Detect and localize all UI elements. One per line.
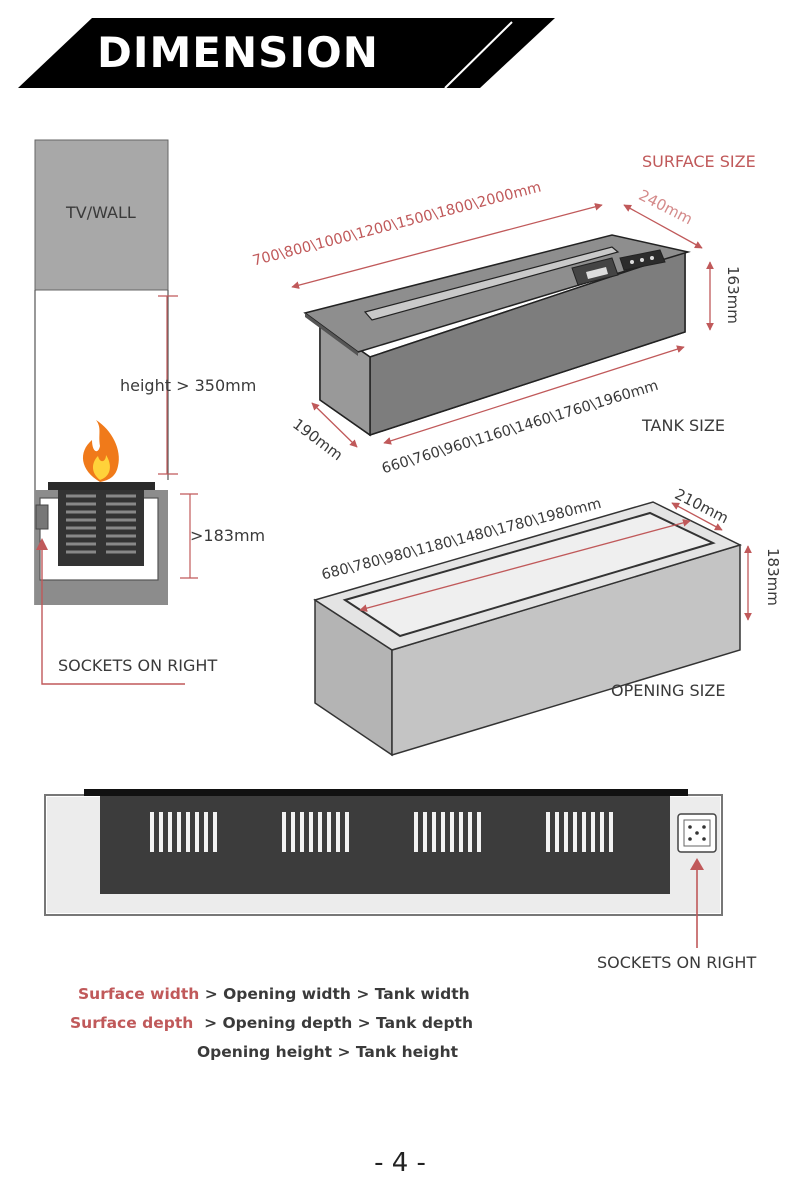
front-view xyxy=(44,789,723,948)
opening-size-title: OPENING SIZE xyxy=(611,681,726,700)
header-banner xyxy=(18,18,555,89)
page-number: - 4 - xyxy=(374,1148,426,1178)
legend-row-width: Surface width > Opening width > Tank wid… xyxy=(78,985,470,1003)
surface-height-label: 163mm xyxy=(724,266,742,324)
tv-wall-label: TV/WALL xyxy=(66,203,136,222)
opening-drawing xyxy=(313,501,752,757)
legend-width-order: > Opening width > Tank width xyxy=(199,985,470,1003)
side-depth-label: >183mm xyxy=(190,526,266,545)
surface-size-title: SURFACE SIZE xyxy=(642,152,756,171)
socket-icon xyxy=(677,813,717,853)
legend-row-height: Opening height > Tank height xyxy=(197,1043,458,1061)
height-label: height > 350mm xyxy=(120,376,257,395)
legend-depth-order: > Opening depth > Tank depth xyxy=(193,1014,473,1032)
front-sockets-label: SOCKETS ON RIGHT xyxy=(597,953,757,972)
side-sockets-label: SOCKETS ON RIGHT xyxy=(58,656,218,675)
legend-height-order: Opening height > Tank height xyxy=(197,1043,459,1061)
tank-size-title: TANK SIZE xyxy=(642,416,725,435)
tv-wall-block xyxy=(35,140,168,290)
tank-drawing xyxy=(291,203,714,448)
legend-surface-width: Surface width xyxy=(78,985,200,1003)
opening-height-label: 183mm xyxy=(764,548,782,606)
legend-surface-depth: Surface depth xyxy=(70,1014,194,1032)
page-title: DIMENSION xyxy=(97,28,379,77)
side-view xyxy=(34,139,198,685)
legend-row-depth: Surface depth > Opening depth > Tank dep… xyxy=(70,1014,473,1032)
